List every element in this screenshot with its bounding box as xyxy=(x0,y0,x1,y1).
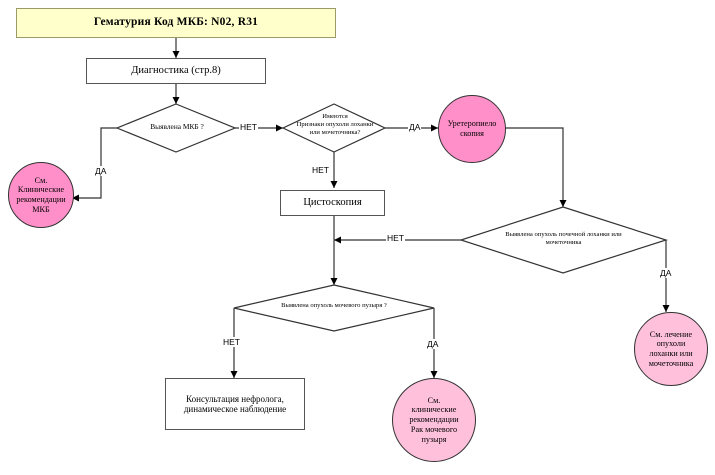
decision-pelvis-tumor-label: Выявлена опухоль почечной лоханки или мо… xyxy=(481,231,646,247)
decision-mkb-label: Выявлена МКБ ? xyxy=(150,122,204,131)
decision-pelvis-signs-line-1: Имеются xyxy=(322,113,348,120)
edge-label-pelvis-tumor-yes: ДА xyxy=(659,268,673,278)
node-recommend-bladder-cancer-text: См. клинические рекомендации Рак мочевог… xyxy=(406,396,461,444)
edge-label-signs-yes: ДА xyxy=(408,122,422,132)
node-recommend-bladder-cancer: См. клинические рекомендации Рак мочевог… xyxy=(392,378,476,462)
edge-label-signs-no: НЕТ xyxy=(311,165,330,175)
decision-bladder-tumor-label: Выявлена опухоль мочевого пузыря ? xyxy=(281,302,387,309)
treat-pelvis-line-3: лоханки или xyxy=(649,349,693,358)
decision-pelvis-signs-label: Имеются Признаки опухоли лоханки или моч… xyxy=(279,113,391,138)
bladder-cancer-line-4: Рак мочевого xyxy=(410,424,458,434)
node-treat-pelvis-tumor: См. лечение опухоли лоханки или мочеточн… xyxy=(634,312,708,386)
node-treat-pelvis-tumor-text: См. лечение опухоли лоханки или мочеточн… xyxy=(646,330,697,369)
node-nephrologist: Консультация нефролога, динамическое наб… xyxy=(165,378,305,430)
header-title-box: Гематурия Код МКБ: N02, R31 xyxy=(16,8,336,38)
diamond-mkb-shape xyxy=(115,103,237,153)
node-diagnostics: Диагностика (стр.8) xyxy=(86,58,266,84)
ureteropyeloscopy-line-1: Уретеропиело xyxy=(447,119,497,129)
node-nephrologist-text: Консультация нефролога, динамическое наб… xyxy=(184,394,286,415)
bladder-cancer-line-1: См. xyxy=(427,395,441,405)
treat-pelvis-line-4: мочеточника xyxy=(648,358,694,368)
bladder-cancer-line-3: рекомендации xyxy=(409,415,459,425)
recommend-mkb-line-2: Клинические xyxy=(17,185,65,195)
recommend-mkb-line-3: рекомендации xyxy=(16,195,66,204)
node-cystoscopy: Цистоскопия xyxy=(280,190,385,216)
decision-pelvis-signs-line-2: Признаки опухоли лоханки xyxy=(296,121,374,129)
diamond-pelvis-signs-shape xyxy=(281,103,387,153)
edge-label-mkb-yes: ДА xyxy=(94,166,108,176)
bladder-cancer-line-5: пузыря xyxy=(421,434,447,444)
edge-label-pelvis-tumor-no: НЕТ xyxy=(386,233,405,243)
edge-label-mkb-no: НЕТ xyxy=(239,122,258,132)
recommend-mkb-line-4: МКБ xyxy=(32,204,50,214)
node-recommend-mkb: См. Клинические рекомендации МКБ xyxy=(8,162,74,228)
decision-pelvis-tumor-line-1: Выявлена опухоль почечной лоханки или xyxy=(505,231,622,238)
connector-mkb-yes xyxy=(72,127,117,202)
ureteropyeloscopy-line-2: скопия xyxy=(460,129,484,138)
nephrologist-line-2: динамическое наблюдение xyxy=(183,404,287,414)
treat-pelvis-line-1: См. лечение xyxy=(649,329,693,339)
node-ureteropyeloscopy: Уретеропиело скопия xyxy=(438,95,506,163)
connector-ureteroscopy-to-decision xyxy=(506,127,567,207)
recommend-mkb-line-1: См. xyxy=(34,175,48,185)
nephrologist-line-1: Консультация нефролога, xyxy=(186,393,284,404)
bladder-cancer-line-2: клинические xyxy=(411,405,457,415)
node-ureteropyeloscopy-text: Уретеропиело скопия xyxy=(445,119,500,138)
edge-label-bladder-yes: ДА xyxy=(426,339,440,349)
diamond-bladder-shape xyxy=(233,284,435,332)
edge-label-bladder-no: НЕТ xyxy=(222,337,241,347)
decision-pelvis-signs-line-3: или мочеточника? xyxy=(309,129,361,137)
diamond-pelvis-tumor-shape xyxy=(459,206,668,274)
node-recommend-mkb-text: См. Клинические рекомендации МКБ xyxy=(13,176,68,215)
treat-pelvis-line-2: опухоли xyxy=(656,339,686,349)
decision-pelvis-tumor-line-2: мочеточника xyxy=(545,239,582,247)
